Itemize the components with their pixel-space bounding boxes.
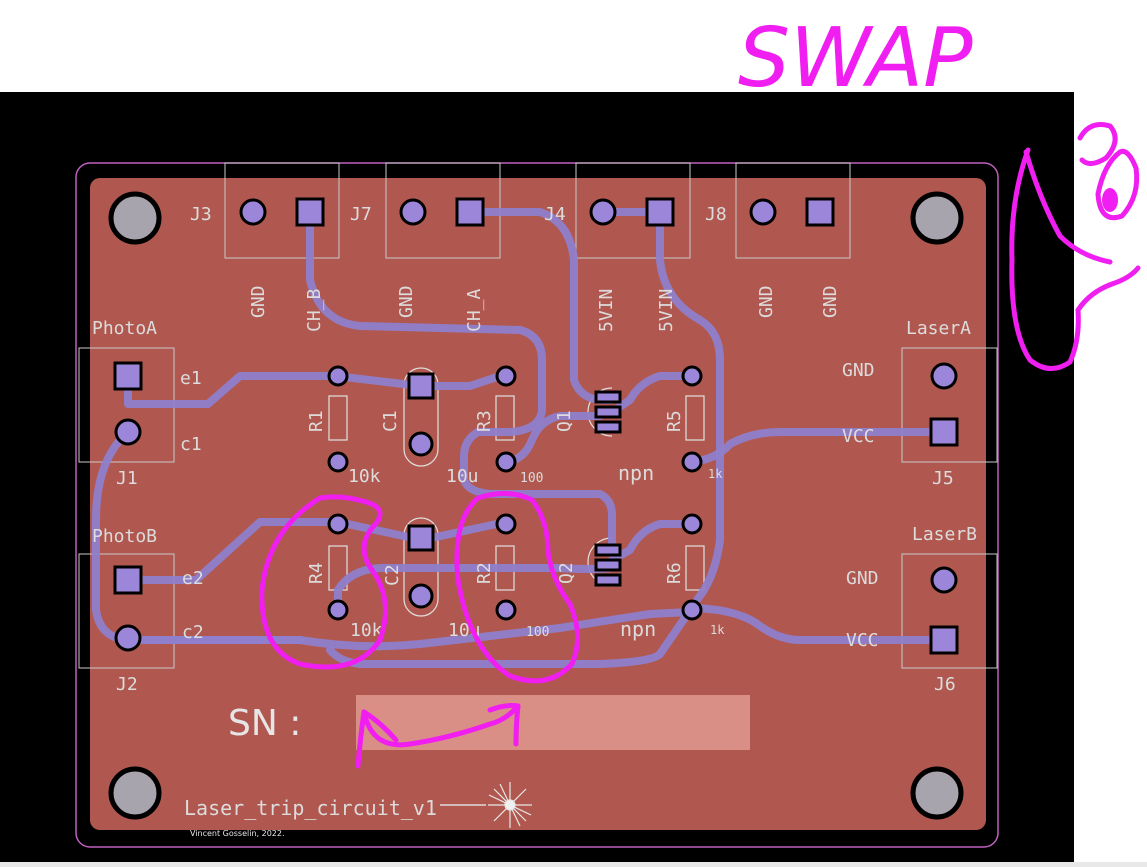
r1-ref: R1: [306, 410, 327, 432]
r6-ref: R6: [664, 562, 685, 584]
j8-pin2-label: GND: [820, 285, 841, 318]
j8-pin1-label: GND: [756, 285, 777, 318]
connector-outlines: [78, 162, 998, 669]
j4-pin1-label: 5VIN: [596, 289, 617, 332]
j1-ref: J1: [116, 468, 138, 489]
r2-value: 100: [526, 625, 549, 640]
q1-value: npn: [618, 461, 654, 485]
annotation-circle-r4: [259, 494, 388, 670]
c2-label: c2: [182, 622, 204, 643]
j8-ref: J8: [705, 204, 727, 225]
j7-pin2-label: CH_A: [464, 288, 485, 332]
c1-ref: C1: [380, 410, 401, 432]
lasera-gnd-label: GND: [842, 360, 875, 381]
photoa-label: PhotoA: [92, 318, 157, 339]
annotation-loop-right: [1009, 147, 1141, 371]
bottom-strip: [0, 862, 1147, 867]
r1-value: 10k: [348, 466, 381, 487]
laserb-label: LaserB: [912, 524, 977, 545]
q1-ref: Q1: [554, 410, 575, 432]
q2-value: npn: [620, 617, 656, 641]
annotation-circle-r2: [454, 491, 580, 684]
j4-ref: J4: [544, 204, 566, 225]
laserb-gnd-label: GND: [846, 568, 879, 589]
j2-ref: J2: [116, 674, 138, 695]
j3-pin1-label: GND: [248, 285, 269, 318]
annotation-10-mark: [1077, 122, 1140, 221]
starburst-logo: [488, 782, 532, 828]
lasera-label: LaserA: [906, 318, 971, 339]
serial-label: SN :: [228, 703, 301, 744]
annotation-swap-arrow: [355, 703, 521, 769]
j7-ref: J7: [350, 204, 372, 225]
r4-ref: R4: [306, 562, 327, 584]
r6-value: 1k: [710, 623, 725, 637]
swap-annotation: SWAP: [738, 11, 973, 106]
q2-ref: Q2: [556, 562, 577, 584]
j3-pin2-label: CH_B: [304, 289, 325, 332]
e2-label: e2: [182, 568, 204, 589]
c2-ref: C2: [382, 564, 403, 586]
c1-value: 10u: [446, 466, 479, 487]
board-outline: [75, 162, 999, 848]
e1-label: e1: [180, 368, 202, 389]
r5-ref: R5: [664, 410, 685, 432]
r3-value: 100: [520, 471, 543, 486]
j6-ref: J6: [934, 674, 956, 695]
photob-label: PhotoB: [92, 526, 157, 547]
laserb-vcc-label: VCC: [846, 630, 879, 651]
lasera-vcc-label: VCC: [842, 426, 875, 447]
r5-value: 1k: [708, 467, 723, 481]
mounting-holes: [108, 191, 964, 820]
r2-ref: R2: [474, 562, 495, 584]
board-title: Laser_trip_circuit_v1: [184, 796, 437, 820]
pads: [113, 197, 959, 655]
credit-text: Vincent Gosselin, 2022.: [190, 829, 285, 838]
c1-label: c1: [180, 434, 202, 455]
j4-pin2-label: 5VIN: [656, 289, 677, 332]
j5-ref: J5: [932, 468, 954, 489]
r4-value: 10k: [350, 620, 383, 641]
j3-ref: J3: [190, 204, 212, 225]
r3-ref: R3: [474, 410, 495, 432]
j7-pin1-label: GND: [396, 285, 417, 318]
